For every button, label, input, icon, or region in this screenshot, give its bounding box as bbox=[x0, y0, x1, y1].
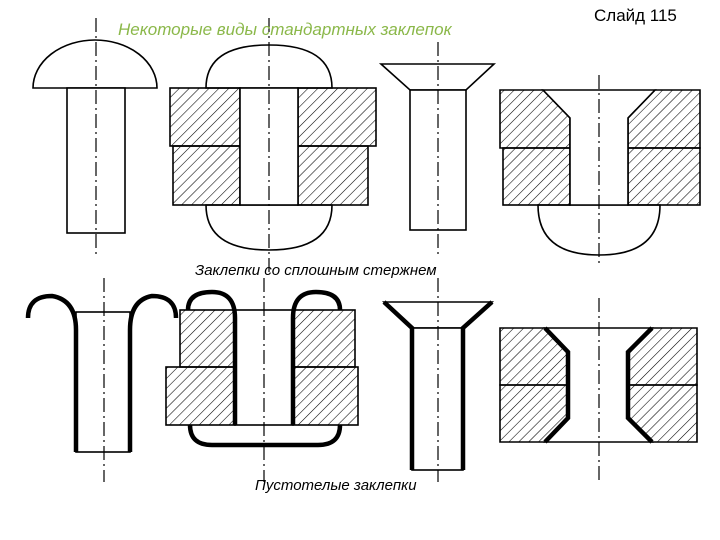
hollow-rivet-in-joint bbox=[165, 278, 359, 482]
countersunk-rivet bbox=[378, 42, 497, 258]
solid-rivets-caption: Заклепки со сплошным стержнем bbox=[195, 262, 437, 279]
slide-title: Некоторые виды стандартных заклепок bbox=[118, 20, 452, 39]
hollow-countersunk-rivet-in-joint bbox=[499, 298, 698, 480]
hollow-flared-rivet bbox=[25, 278, 179, 482]
round-head-rivet bbox=[32, 18, 158, 255]
slide-number: Слайд 115 bbox=[594, 6, 677, 25]
hollow-countersunk-rivet bbox=[381, 278, 495, 482]
countersunk-rivet-in-joint bbox=[499, 75, 701, 265]
hollow-rivets-caption: Пустотелые заклепки bbox=[255, 477, 417, 494]
round-head-rivet-in-joint bbox=[169, 18, 377, 275]
